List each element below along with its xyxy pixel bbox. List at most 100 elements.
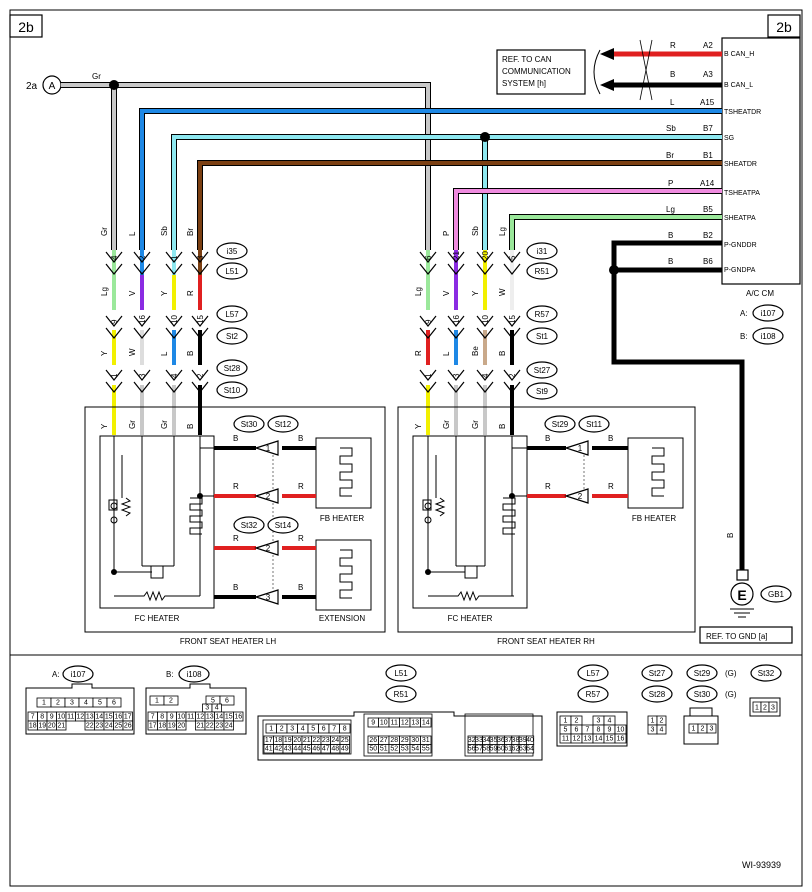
connector-pin-number: 15 xyxy=(196,315,205,324)
connector-chevron xyxy=(503,251,521,263)
connector-pin-label: 20 xyxy=(177,723,185,730)
acm-pin-number: A14 xyxy=(700,179,715,188)
connector-pin-cell xyxy=(339,744,350,754)
connector-pin-label: 10 xyxy=(177,714,185,721)
connector-pin-label: 17 xyxy=(265,737,273,744)
connector-chevron xyxy=(503,327,521,339)
ground-conn-oval xyxy=(760,585,792,603)
page-tag-right: 2b xyxy=(776,19,792,35)
connector-pin-number: 2 xyxy=(138,255,147,260)
connector-pin-label: 48 xyxy=(331,746,339,753)
connector-chevron xyxy=(476,381,494,393)
can-ref-line-3: SYSTEM [h] xyxy=(502,79,546,88)
connector-pin-label: 9 xyxy=(170,714,174,721)
lh-low-color: B xyxy=(186,351,195,356)
rh-mid-color: Lg xyxy=(414,287,423,296)
lh-low-color: L xyxy=(160,351,169,356)
connector-pin-label: 7 xyxy=(151,714,155,721)
connector-pin-number: 1 xyxy=(110,373,119,378)
ground-circle xyxy=(730,582,754,606)
acm-pin-number: B5 xyxy=(703,205,713,214)
rh-conn2-b: St1 xyxy=(536,332,549,341)
can-ref-line-2: COMMUNICATION xyxy=(502,67,571,76)
splice-gnd xyxy=(609,265,619,275)
connector-pin-label: 19 xyxy=(168,723,176,730)
rh-fb-color-r: B xyxy=(608,434,613,443)
lh-ext-pin: 2 xyxy=(266,544,271,553)
acm-conn-a: i107 xyxy=(760,309,776,318)
connector-pin-label: 13 xyxy=(411,720,419,727)
connector-pin-label: 43 xyxy=(284,746,292,753)
connector-pin-label: 21 xyxy=(196,723,204,730)
connector-pin-label: 55 xyxy=(422,746,430,753)
connector-pin-label: 26 xyxy=(124,723,132,730)
connector-pin-label: 15 xyxy=(105,714,113,721)
connector-pin-number: 3 xyxy=(138,373,147,378)
connector-pin-label: 10 xyxy=(57,714,65,721)
rh-fb-conn-a: St29 xyxy=(552,420,569,429)
lh-columns xyxy=(112,250,202,435)
rh-box-color: B xyxy=(498,424,507,429)
conn-a-name: i107 xyxy=(70,670,86,679)
acm-pin-name: SHEATPA xyxy=(724,215,756,222)
connector-pin-number: 15 xyxy=(508,315,517,324)
connector-pin-label: 9 xyxy=(50,714,54,721)
connector-pin-label: 20 xyxy=(293,737,301,744)
connector-pin-label: 56 xyxy=(468,746,476,753)
lh-mid-color: Lg xyxy=(100,287,109,296)
connector-chevron xyxy=(419,263,437,275)
connector-pin-label: 1 xyxy=(269,726,273,733)
connector-pin-label: 34 xyxy=(482,737,490,744)
lh-ext-color-r: R xyxy=(298,534,304,543)
lh-ext-color: B xyxy=(233,583,238,592)
connector-chevron xyxy=(191,315,209,327)
conn-st30-g: (G) xyxy=(725,690,737,699)
rh-mid-color: W xyxy=(498,288,507,296)
acm-pin-number: B1 xyxy=(703,151,713,160)
lh-ext-conn-a: St32 xyxy=(241,521,258,530)
rh-heater-assembly: 1 2 B B R R St29 St11 FC HEATER FB HEATE… xyxy=(397,406,696,646)
connector-pin-label: 63 xyxy=(519,746,527,753)
rh-conn3-a: St27 xyxy=(534,366,551,375)
connector-chevron xyxy=(165,263,183,275)
acm-box xyxy=(721,37,801,285)
lh-fb-color: B xyxy=(233,434,238,443)
connector-pin-label: 57 xyxy=(475,746,483,753)
lh-ext-label: EXTENSION xyxy=(319,614,365,623)
connector-chevron xyxy=(419,251,437,263)
wire-gnd-dr xyxy=(611,240,745,572)
connector-chevron xyxy=(503,315,521,327)
connector-pin-label: 49 xyxy=(341,746,349,753)
acm-conn-b-label: B: xyxy=(740,332,748,341)
acm-title: A/C CM xyxy=(746,289,774,298)
connector-pin-label: 41 xyxy=(265,746,273,753)
connector-pin-label: 42 xyxy=(274,746,282,753)
rh-fb-pin: 2 xyxy=(578,492,583,501)
rh-fb-label: FB HEATER xyxy=(632,514,677,523)
connector-chevron xyxy=(447,327,465,339)
connector-pin-label: 20 xyxy=(48,723,56,730)
connector-chevron xyxy=(447,369,465,381)
connector-pin-label: 3 xyxy=(597,718,601,725)
rh-mid-color: V xyxy=(442,290,451,296)
lh-top-color: L xyxy=(128,231,137,236)
connector-pin-label: 36 xyxy=(497,737,505,744)
connector-chevron xyxy=(105,315,123,327)
connector-pin-number: 21 xyxy=(452,251,461,260)
rh-fb-conn-b: St11 xyxy=(586,420,602,429)
connector-chevron xyxy=(419,315,437,327)
connector-pin-label: 12 xyxy=(573,736,581,743)
connector-chevron xyxy=(133,381,151,393)
connector-pin-label: 7 xyxy=(332,726,336,733)
connector-pin-label: 21 xyxy=(57,723,65,730)
connector-chevron xyxy=(503,381,521,393)
connector-pin-label: 28 xyxy=(390,737,398,744)
can-h-arrow xyxy=(600,48,614,60)
acm-pin-number: B7 xyxy=(703,124,713,133)
connector-pin-label: 26 xyxy=(369,737,377,744)
connector-pin-label: 19 xyxy=(38,723,46,730)
connector-pin-label: 8 xyxy=(160,714,164,721)
wire-l-outline xyxy=(139,108,722,250)
connector-pin-number: 10 xyxy=(481,315,490,324)
